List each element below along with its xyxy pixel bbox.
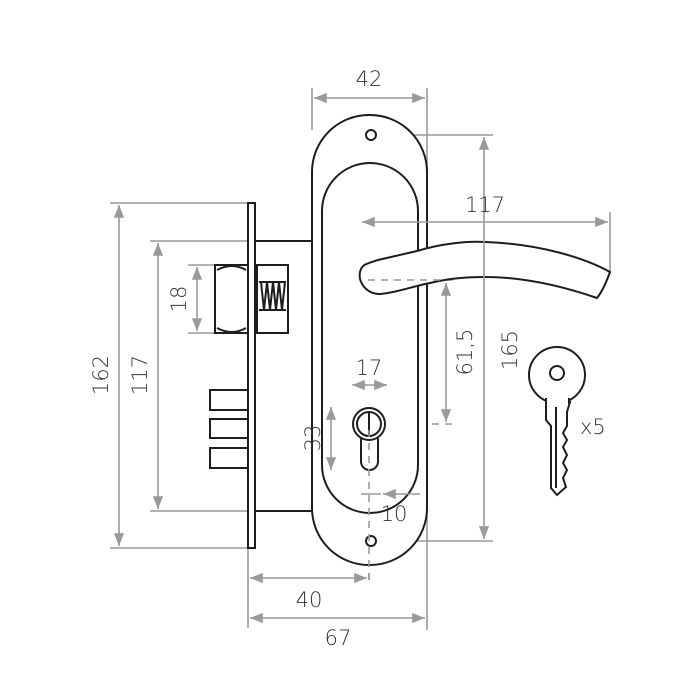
screw-hole-top xyxy=(365,129,377,141)
screw-hole-bottom xyxy=(365,535,377,547)
latch-bolt xyxy=(214,264,249,334)
deadbolt xyxy=(209,447,249,469)
inner-plate xyxy=(321,162,419,514)
dim-label-18: 18 xyxy=(167,286,191,313)
key-count-label: x5 xyxy=(580,415,606,439)
dim-label-117-body: 117 xyxy=(128,355,152,395)
spring-icon xyxy=(259,281,286,311)
deadbolt xyxy=(209,389,249,411)
dimension-lines xyxy=(113,92,608,624)
dim-label-33: 33 xyxy=(301,425,325,452)
dim-label-165: 165 xyxy=(498,330,522,370)
escutcheon-plate xyxy=(311,114,428,566)
faceplate xyxy=(247,202,256,549)
dim-label-67: 67 xyxy=(325,626,352,650)
dim-label-117-handle: 117 xyxy=(465,193,505,217)
mortise-lock xyxy=(209,202,313,549)
dim-label-17: 17 xyxy=(356,356,383,380)
cylinder-keyhole xyxy=(352,407,386,471)
deadbolt xyxy=(209,418,249,439)
dim-label-61-5: 61,5 xyxy=(453,329,477,376)
dim-label-42: 42 xyxy=(356,67,383,91)
dim-label-162: 162 xyxy=(89,355,113,395)
dim-label-40: 40 xyxy=(296,588,323,612)
dim-label-10: 10 xyxy=(381,502,408,526)
key-icon xyxy=(528,346,586,497)
